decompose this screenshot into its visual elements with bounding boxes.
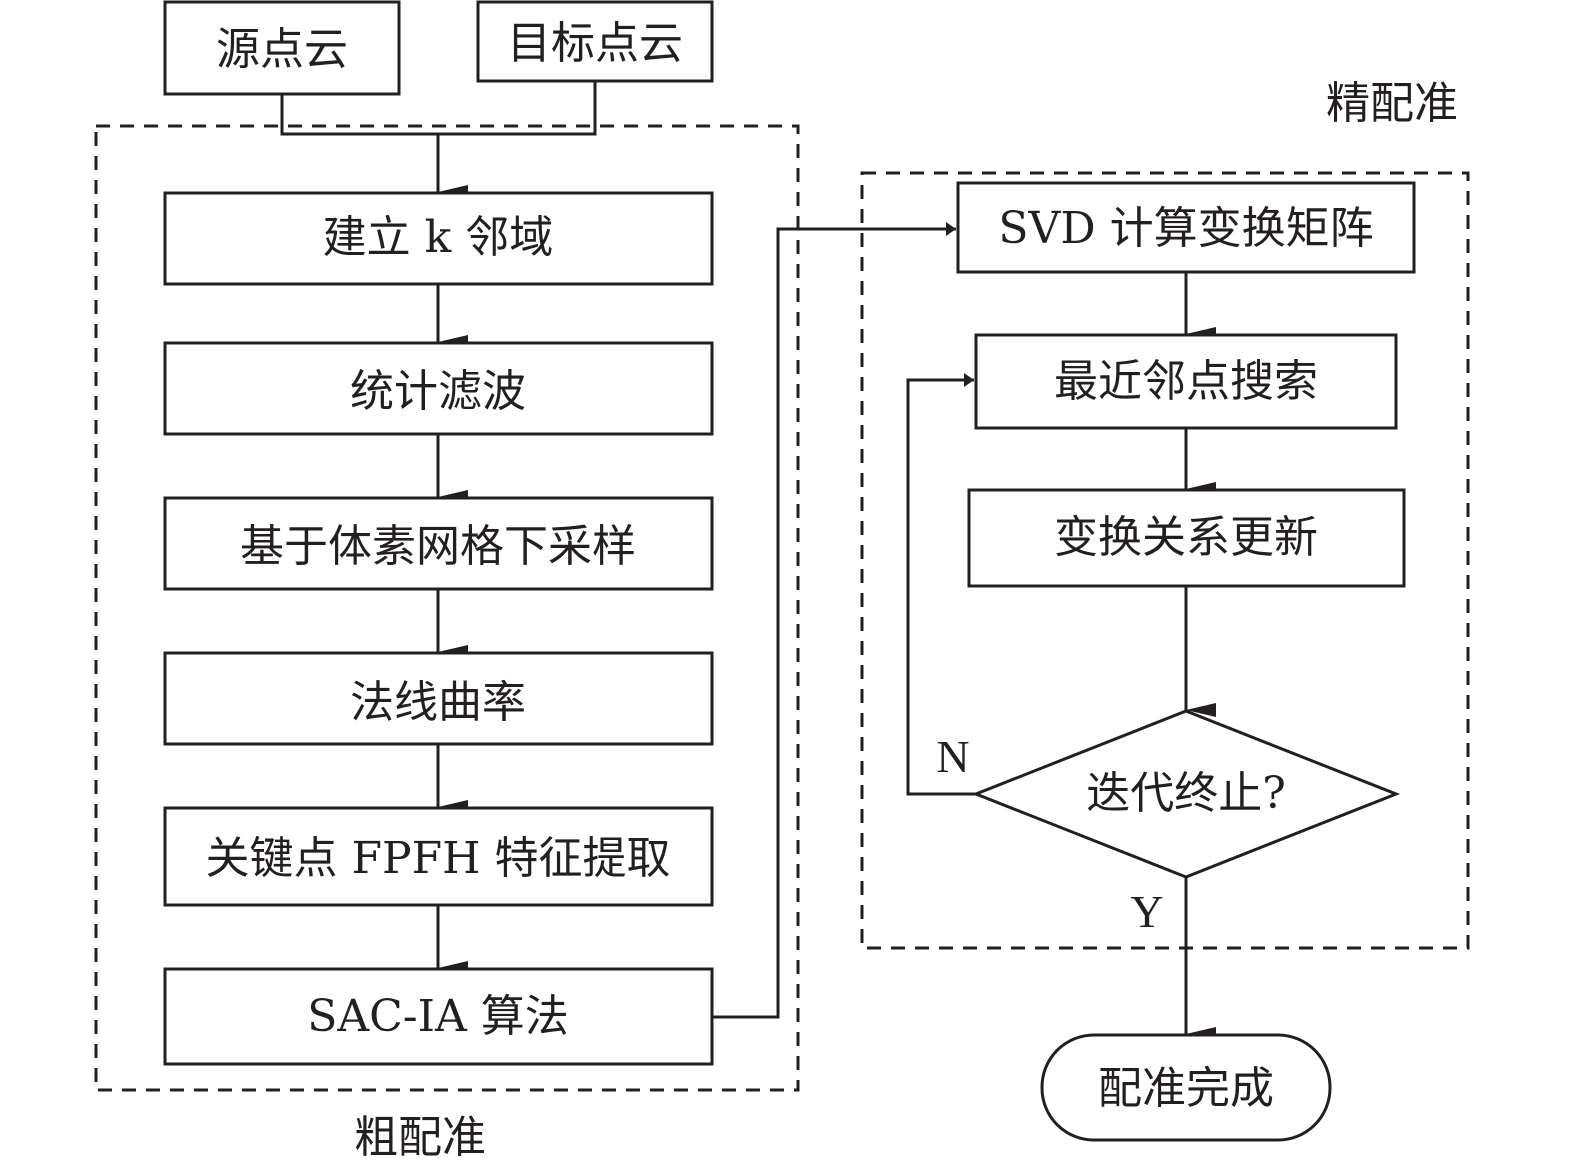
source-point-cloud-label: 源点云 xyxy=(216,24,348,75)
svg-text:建立 k 邻域: 建立 k 邻域 xyxy=(323,212,554,263)
coarse-step-4: 法线曲率 xyxy=(163,651,714,746)
fine-step-svd: SVD 计算变换矩阵 xyxy=(956,181,1416,274)
svg-text:关键点 FPFH 特征提取: 关键点 FPFH 特征提取 xyxy=(205,833,670,884)
svg-text:基于体素网格下采样: 基于体素网格下采样 xyxy=(240,521,636,572)
svg-text:SVD 计算变换矩阵: SVD 计算变换矩阵 xyxy=(998,203,1373,254)
fine-registration-group xyxy=(860,171,1470,950)
coarse-step-2: 统计滤波 xyxy=(163,341,714,436)
no-loop-connector xyxy=(906,373,976,796)
svg-text:最近邻点搜索: 最近邻点搜索 xyxy=(1054,356,1318,407)
coarse-step-5: 关键点 FPFH 特征提取 xyxy=(163,806,714,907)
svg-text:法线曲率: 法线曲率 xyxy=(350,677,526,728)
svg-text:变换关系更新: 变换关系更新 xyxy=(1054,512,1318,563)
svg-text:配准完成: 配准完成 xyxy=(1098,1063,1274,1114)
end-terminal: 配准完成 xyxy=(1040,1033,1332,1142)
fine-step-nearest-search: 最近邻点搜索 xyxy=(974,333,1398,430)
fine-step-transform-update: 变换关系更新 xyxy=(967,488,1406,588)
coarse-to-fine-connector xyxy=(712,222,956,1019)
svg-text:迭代终止?: 迭代终止? xyxy=(1086,768,1286,819)
coarse-registration-group xyxy=(94,124,800,1092)
target-point-cloud-label: 目标点云 xyxy=(507,18,683,69)
no-label: N xyxy=(936,731,969,782)
yes-label: Y xyxy=(1130,886,1163,937)
coarse-step-1: 建立 k 邻域 xyxy=(163,191,714,286)
coarse-registration-label: 粗配准 xyxy=(354,1112,486,1163)
coarse-step-3: 基于体素网格下采样 xyxy=(163,496,714,591)
svg-text:SAC-IA 算法: SAC-IA 算法 xyxy=(307,991,569,1042)
svg-text:统计滤波: 统计滤波 xyxy=(350,366,526,417)
decision-iteration-stop: 迭代终止? xyxy=(971,709,1401,879)
fine-registration-label: 精配准 xyxy=(1326,78,1458,129)
coarse-step-6: SAC-IA 算法 xyxy=(163,967,714,1066)
